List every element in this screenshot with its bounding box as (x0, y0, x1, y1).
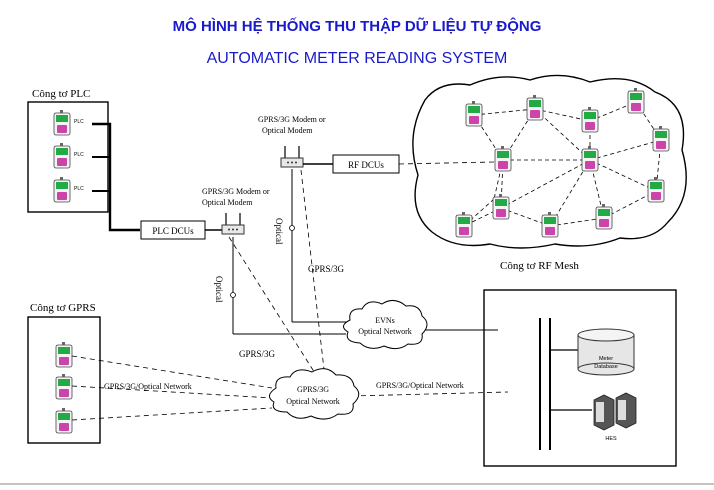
svg-text:PLC: PLC (74, 186, 84, 192)
control-center-box (483, 289, 677, 467)
rf-meter (492, 193, 510, 220)
gprs-meter-3 (55, 407, 73, 434)
optical-label-left: Optical (214, 276, 224, 303)
rf-meter (541, 211, 559, 238)
gprs-optical-network-cloud (269, 368, 360, 420)
modem-top-label-line2: Optical Modem (262, 126, 313, 135)
rf-meter (465, 100, 483, 127)
database-icon (577, 328, 635, 376)
gprs-meter-2 (55, 373, 73, 400)
optical-connector (230, 292, 236, 298)
diagram-title-english: AUTOMATIC METER READING SYSTEM (206, 50, 508, 67)
evn-cloud-line1: EVNs (375, 316, 395, 325)
gprs-meter-1 (55, 341, 73, 368)
gprs-cloud-line1: GPRS/3G (297, 385, 329, 394)
plc-meter-1: PLC (53, 109, 84, 136)
rf-meter (595, 203, 613, 230)
plc-dcu-label: PLC DCUs (152, 226, 194, 236)
svg-text:PLC: PLC (74, 119, 84, 125)
rf-meter (627, 87, 645, 114)
modem-left-icon (221, 212, 245, 235)
evn-cloud-line2: Optical Network (358, 327, 412, 336)
gprs-label-lower: GPRS/3G (239, 349, 276, 359)
gprs-cloud-line2: Optical Network (286, 397, 340, 406)
diagram-title-vietnamese: MÔ HÌNH HỆ THỐNG THU THẬP DỮ LIỆU TỰ ĐỘN… (172, 18, 542, 35)
modem-left-label-line1: GPRS/3G Modem or (202, 187, 270, 196)
hes-server-icon (593, 392, 637, 431)
rf-meter (526, 94, 544, 121)
modem-top-label-line1: GPRS/3G Modem or (258, 115, 326, 124)
modem-top-icon (280, 145, 304, 168)
hes-label: HES (605, 436, 617, 442)
rf-meter (494, 145, 512, 172)
gprs-meter-box (27, 316, 101, 444)
db-label-line2: Database (594, 364, 618, 370)
gprs-optical-label-left: GPRS/3G/Optical Network (104, 382, 192, 391)
gprs-links (71, 169, 509, 421)
db-label-line1: Meter (599, 356, 613, 362)
plc-meter-2: PLC (53, 142, 84, 169)
rf-meter (581, 106, 599, 133)
gprs-group-label: Công tơ GPRS (30, 302, 96, 314)
plc-meter-3: PLC (53, 176, 84, 203)
rf-meter (647, 176, 665, 203)
gprs-optical-label-right: GPRS/3G/Optical Network (376, 381, 464, 390)
gprs-label-upper: GPRS/3G (308, 264, 345, 274)
rf-group-label: Công tơ RF Mesh (500, 260, 579, 272)
modem-left-label-line2: Optical Modem (202, 198, 253, 207)
evn-optical-network-cloud (343, 300, 428, 350)
rf-meter (581, 145, 599, 172)
plc-group-label: Công tơ PLC (32, 88, 90, 100)
plc-bus-line (92, 122, 140, 232)
optical-connector (289, 225, 295, 231)
rf-meter (652, 125, 670, 152)
optical-label-top: Optical (274, 218, 284, 245)
svg-text:PLC: PLC (74, 152, 84, 158)
rf-dcu-label: RF DCUs (348, 160, 384, 170)
rf-meter (455, 211, 473, 238)
rf-dcu-to-mesh-link (398, 161, 496, 165)
